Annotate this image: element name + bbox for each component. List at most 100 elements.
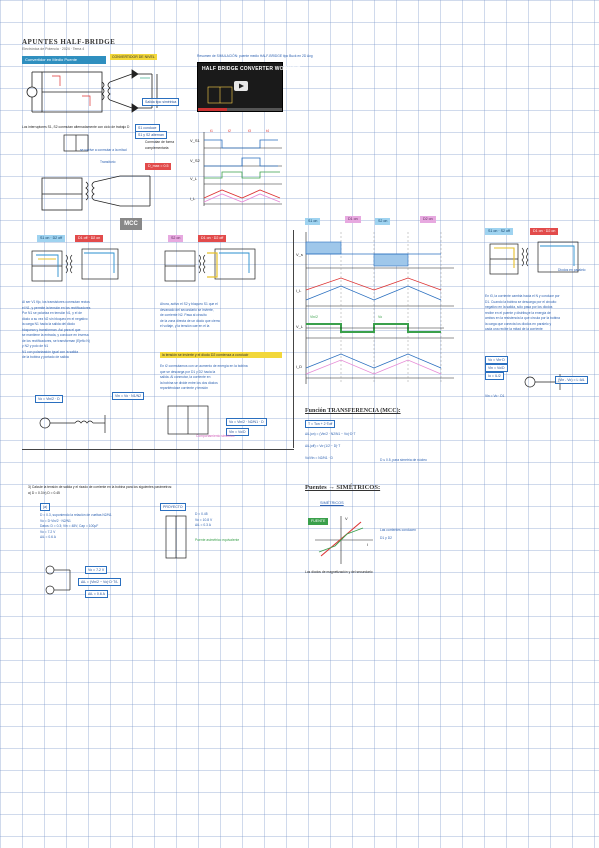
col-c-text-3: recibe en el puente y distribuye la ener… — [485, 310, 551, 315]
col-c-text-6: cada una recibe la mitad de la corriente — [485, 327, 543, 331]
exercise-a-box-2: ΔiL = 0.6 A — [85, 590, 108, 598]
col-b-eq-box-2: Vin = Vo/D — [226, 428, 249, 436]
col-a-text-5: bloquean y transforman. Así para el que — [22, 327, 81, 332]
col-b-text2-1: que se descarga por D1 y D2 hacia la — [160, 369, 216, 374]
section-header: Convertidor en Medio Puente — [22, 56, 106, 64]
col-c-text-0: En t3, la corriente cambia hacia el N y … — [485, 294, 560, 298]
switch-sketch — [63, 134, 89, 152]
wave2-green-label-0: Vin/2 — [310, 315, 318, 319]
col-a-eq-box: Vo = Vin/2 · D — [35, 395, 63, 403]
col-a-tag-2: D1 off · D2 on — [75, 235, 104, 242]
col-a-text-7: de los rectificadores, se transforman (E… — [22, 338, 90, 343]
exercise-a-line-4: ΔiL = 0.6 A — [40, 535, 56, 539]
exercise-circuit-b — [165, 515, 187, 559]
wave1-tag-1: t2 — [228, 129, 231, 133]
col-a-text-2: Por N1 se polariza en tensión N1, y el d… — [22, 311, 82, 315]
transient-note: Transitorio — [100, 160, 116, 164]
video-title: HALF BRIDGE CONVERTER WORKING — [202, 66, 301, 72]
dmax-label: D_max = 0.5 — [145, 163, 172, 170]
col-b-pink-note: Comportamiento simétrico — [196, 434, 235, 438]
symmetric-output-note: Salida tipo simétrica — [142, 98, 180, 106]
wave2-label-1: i_L — [296, 288, 302, 293]
yellow-tag: CONVERTIDOR DE NIVEL — [110, 54, 157, 60]
transfer-note: D ≤ 0.5, para simetría de núcleo — [380, 458, 427, 462]
symmetric-note-1: Las corrientes conducen — [380, 528, 416, 532]
complementary-note: Conmutan de forma complementaria — [145, 140, 175, 150]
col-b-text-4: el voltaje, y la tensión cae en el la — [160, 324, 210, 328]
video-progress[interactable] — [198, 108, 282, 111]
col-b-text-3: de la zona directa de un diodo que cierr… — [160, 318, 220, 323]
exercise-a-line-0: D = 0.3, suponiendo la relación de vuelt… — [40, 513, 112, 517]
symmetric-heading: Puentes → SIMÉTRICOS: — [305, 484, 381, 491]
symmetric-iv-chart: I V — [315, 516, 373, 564]
wave2-tag-1: D1 on — [345, 216, 361, 223]
col-b-text2-0: En t2 conmutamos con un aumento de energ… — [160, 364, 248, 368]
col-a-text-8: y N2 y polo de N1 — [22, 344, 49, 348]
midpoint-note: se vuelve a conmutar a la mitad — [80, 148, 127, 152]
col-a-text-10: de la bobina y portado de salida — [22, 355, 69, 359]
col-b-text2-block: En t2 conmutamos con un aumento de energ… — [160, 364, 278, 392]
col-a-circuit — [31, 248, 119, 282]
symmetric-note-2: D1 y D2 — [380, 536, 392, 540]
col-c-tag-2: D1 on · D2 on — [530, 228, 559, 235]
col-c-note: Diodos en paralelo — [558, 268, 586, 272]
wave1-tag-3: t4 — [266, 129, 269, 133]
video-thumbnail[interactable]: HALF BRIDGE CONVERTER WORKING — [197, 62, 301, 112]
col-b-highlight: la tensión se invierte y el diodo D2 com… — [160, 352, 282, 358]
video-circuit-icon — [207, 86, 233, 104]
transfer-eq-3: Vo/Vin = N2/N1 · D — [305, 456, 333, 460]
col-c-circuit — [489, 241, 579, 275]
symmetric-sub: SIMÉTRICOS — [320, 501, 344, 505]
col-b-text2-3: la bobina se divide entre los dos diodos — [160, 380, 218, 385]
col-c-box-2: Io = IL/2 — [485, 372, 504, 380]
col-a-text-6: se mantiene la entrada, y conduce en inv… — [22, 333, 89, 337]
wave2-tag-2: S2 on — [375, 218, 391, 225]
simulation-link[interactable]: Resumen de SIMULACIÓN: puente medio HALF… — [197, 54, 313, 58]
exercise-tag-b: PROYECTO — [160, 503, 186, 511]
col-a-text-4: la carga N1 hacia la salida del diodo — [22, 322, 75, 326]
divider-vertical — [293, 230, 294, 448]
exercise-b-line-2: ΔiL = 0.3 A — [195, 523, 211, 527]
col-a-text-block: Al ser V1 fijo, los transistores conmuta… — [22, 300, 130, 361]
exercise-b-line-0: D = 0.45 — [195, 512, 208, 516]
exercise-b-block: D = 0.45 Vo = 10.8 V ΔiL = 0.3 A — [195, 512, 265, 529]
waveform-chart-1: V_S1 V_S2 V_L i_L t1 t2 t3 t4 — [190, 129, 282, 206]
col-a-text-0: Al ser V1 fijo, los transistores conmuta… — [22, 300, 90, 304]
wave2-label-3: i_D — [296, 364, 302, 369]
exercise-a-line-2: Datos: D = 0.3; Vin = 48V; Cap = 100μF — [40, 524, 99, 528]
exercise-question-2: a) D = 0.3 b) D = 0.45 — [28, 491, 60, 495]
exercise-a-line-3: Vo = 7.2 V — [40, 529, 56, 534]
col-c-box-1: Vin = Vo/D — [485, 364, 508, 372]
col-c-text-1: D1. Cuando la bobina se descarga por el … — [485, 299, 557, 304]
wave2-label-2: V_L — [296, 324, 304, 329]
col-b-text2-4: repartiéndose corriente y tensión — [160, 386, 209, 390]
col-b-text2-2: salida. Al conmutar, la corriente en — [160, 375, 211, 379]
col-c-text-block: En t3, la corriente cambia hacia el N y … — [485, 294, 595, 333]
exercise-tag-a: (a) — [40, 503, 51, 511]
wave1-label-3: i_L — [190, 196, 196, 201]
col-c-text-5: la carga que conecta los diodos en paral… — [485, 321, 552, 326]
col-b-text-1: devanado del secundario se invierte, — [160, 307, 214, 312]
exercise-b-line-1: Vo = 10.8 V — [195, 517, 213, 522]
symmetric-footnote: Los diodos de magnetización y del secund… — [305, 570, 373, 574]
col-a-text-9: N1 con polarización igual con la salida — [22, 349, 79, 354]
play-icon[interactable] — [234, 81, 248, 91]
col-b-tag-1: S2 on — [168, 235, 184, 242]
mcc-label: MCC — [120, 218, 142, 230]
col-b-equivalent-circuit — [167, 405, 209, 435]
wave2-tag-0: S1 on — [305, 218, 321, 225]
exercise-a-block: D = 0.3, suponiendo la relación de vuelt… — [40, 513, 150, 541]
wave1-label-1: V_S2 — [190, 158, 201, 163]
col-c-box-0: Vo = Vin·D — [485, 356, 508, 364]
col-c-text-2: negativo en la salida, sólo pasa por los… — [485, 305, 553, 309]
col-c-tag-1: S1 on · S2 off — [485, 228, 513, 235]
wave2-tag-3: D2 on — [420, 216, 436, 223]
col-a-eq-right: Vin = Vo · N1/N2 — [112, 392, 145, 400]
exercise-circuit-a — [45, 565, 71, 595]
col-c-text-4: ambos en la resistencia la que circula p… — [485, 316, 560, 320]
wave1-label-2: V_L — [190, 176, 198, 181]
transfer-box: T = Ton + 2·Toff — [305, 420, 336, 428]
video-progress-fill — [198, 108, 228, 111]
col-a-tag-1: S1 on · D2 off — [37, 235, 66, 242]
col-b-circuit — [164, 248, 256, 282]
